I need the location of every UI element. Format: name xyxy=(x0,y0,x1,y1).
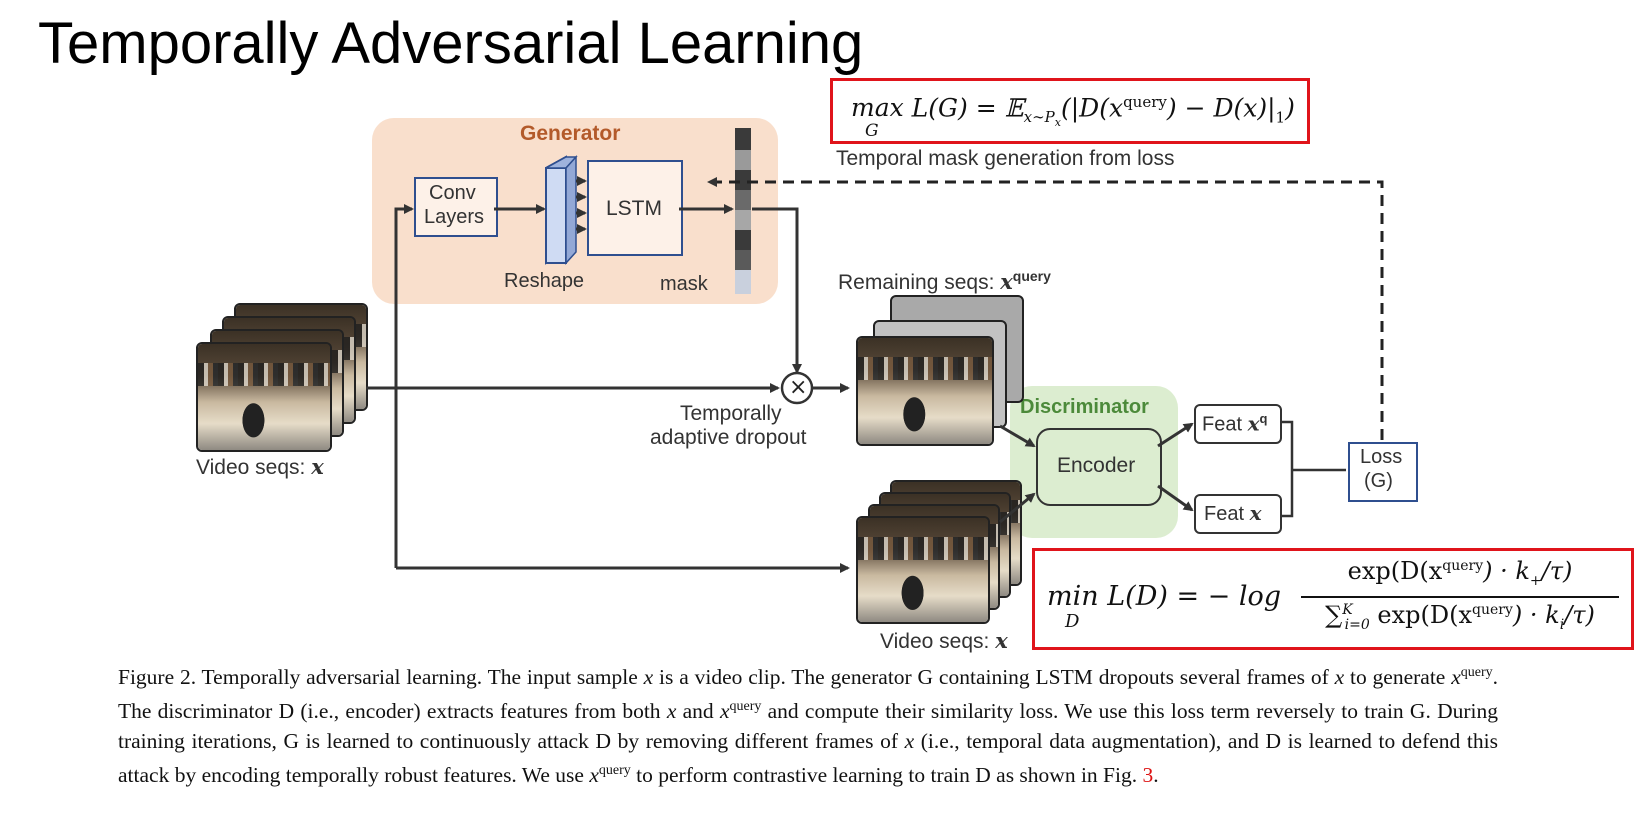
eq-bottom-num-sup: query xyxy=(1442,558,1484,574)
dropout-label-line2: adaptive dropout xyxy=(650,426,807,449)
figure-reference-link[interactable]: 3 xyxy=(1142,763,1154,788)
feat-x-var: x xyxy=(1249,501,1262,525)
eq-bottom-num-a: exp(D(x xyxy=(1347,557,1443,585)
feat-query-text: Feat xyxy=(1202,413,1248,436)
figure-caption: Figure 2. Temporally adversarial learnin… xyxy=(118,658,1498,790)
eq-bottom-den-sub: i xyxy=(1559,616,1565,633)
eq-bottom-den-sum-sub: i=0 xyxy=(1344,616,1370,633)
encoder-box xyxy=(1036,428,1162,506)
eq-bottom-body: L(D) = − log xyxy=(1107,581,1282,612)
input-video-var: x xyxy=(311,454,324,479)
eq-top-rest1: (|D(x xyxy=(1061,93,1124,123)
caption-part: to generate xyxy=(1344,665,1452,690)
dropout-label-line1: Temporally xyxy=(680,402,782,425)
feat-query-sup: q xyxy=(1259,411,1268,426)
loss-label-line2: (G) xyxy=(1364,470,1393,492)
eq-bottom-num-c: /τ) xyxy=(1541,557,1573,585)
bottom-video-text: Video seqs: xyxy=(880,630,996,653)
slide-title: Temporally Adversarial Learning xyxy=(38,11,864,76)
eq-bottom-den-b: ) · k xyxy=(1512,601,1560,629)
input-video-text: Video seqs: xyxy=(196,456,312,479)
eq-bottom-min: min xyxy=(1047,581,1099,612)
discriminator-title: Discriminator xyxy=(1020,396,1149,418)
reshape-prism xyxy=(545,155,578,265)
input-video-label: Video seqs: x xyxy=(196,454,324,480)
feat-query-label: Feat xq xyxy=(1202,411,1267,437)
conv-layers-box xyxy=(414,177,498,237)
feat-query-var: x xyxy=(1247,411,1260,436)
eq-top-tail-sub: 1 xyxy=(1275,108,1286,127)
encoder-label: Encoder xyxy=(1057,454,1136,477)
remaining-seqs-label: Remaining seqs: xquery xyxy=(838,268,1051,295)
multiply-symbol: × xyxy=(789,375,808,400)
mask-bar xyxy=(735,128,751,294)
remaining-seqs-var: x xyxy=(1000,269,1013,294)
conv-label-line2: Layers xyxy=(424,206,485,228)
caption-sup: query xyxy=(598,763,631,779)
caption-sup: query xyxy=(729,699,762,715)
eq-bottom-num-b: ) · k xyxy=(1483,557,1530,585)
eq-bottom-den-sum: ∑ xyxy=(1325,601,1343,629)
generator-title: Generator xyxy=(520,122,621,145)
feat-x-box xyxy=(1194,494,1282,534)
caption-var: x xyxy=(589,763,599,788)
reshape-label: Reshape xyxy=(504,270,585,292)
loss-box xyxy=(1348,442,1418,502)
caption-part: . The discriminator D (i.e., encoder) ex… xyxy=(118,665,1499,724)
fraction-bar xyxy=(1301,596,1619,598)
caption-var: x xyxy=(643,665,654,690)
conv-label-line1: Conv xyxy=(429,182,476,204)
caption-var: x xyxy=(666,699,677,724)
caption-part: and compute their similarity loss. We us… xyxy=(118,699,1498,754)
loss-label-line1: Loss xyxy=(1360,446,1403,468)
feat-x-text: Feat xyxy=(1204,503,1250,525)
eq-bottom-den-sum-sup: K xyxy=(1342,602,1353,618)
caption-var: x xyxy=(904,729,915,754)
eq-top-body: L(G) = 𝔼 xyxy=(911,93,1024,123)
caption-sup: query xyxy=(1460,665,1493,680)
eq-top-close: ) xyxy=(1285,93,1295,123)
caption-var: x xyxy=(1334,665,1345,690)
mask-from-loss-label: Temporal mask generation from loss xyxy=(836,147,1175,170)
bottom-video-label: Video seqs: x xyxy=(880,628,1008,654)
caption-part: Figure 2. Temporally adversarial learnin… xyxy=(118,665,644,690)
eq-top-sub: x∼P xyxy=(1023,108,1055,127)
eq-bottom-under: D xyxy=(1065,611,1080,632)
eq-top-max: max xyxy=(851,93,904,123)
eq-bottom-den-c: /τ) xyxy=(1564,601,1595,629)
eq-bottom-num-sub: + xyxy=(1529,572,1542,589)
bottom-video-var: x xyxy=(995,628,1008,653)
eq-top-subsub: x xyxy=(1054,116,1061,130)
caption-part: is a video clip. The generator G contain… xyxy=(653,665,1335,690)
eq-top-under: G xyxy=(865,121,879,141)
eq-top-sup: query xyxy=(1123,93,1167,111)
caption-var: x xyxy=(1451,665,1461,690)
caption-var: x xyxy=(719,699,730,724)
caption-part: and xyxy=(676,699,720,724)
eq-bottom-den-sup: query xyxy=(1472,602,1513,618)
mask-label: mask xyxy=(660,273,708,295)
feat-query-box xyxy=(1194,404,1282,444)
remaining-seqs-sup: query xyxy=(1012,268,1051,284)
feat-x-label: Feat x xyxy=(1204,501,1262,526)
eq-top-rest2: ) − D(x)| xyxy=(1166,93,1276,123)
remaining-seqs-text: Remaining seqs: xyxy=(838,271,1001,294)
caption-part: . xyxy=(1153,763,1159,788)
lstm-label: LSTM xyxy=(606,197,663,220)
caption-part: (i.e., temporal data augmentation), and … xyxy=(118,729,1498,788)
eq-bottom-den-a: exp(D(x xyxy=(1369,601,1473,629)
caption-part: to perform contrastive learning to train… xyxy=(630,763,1143,788)
